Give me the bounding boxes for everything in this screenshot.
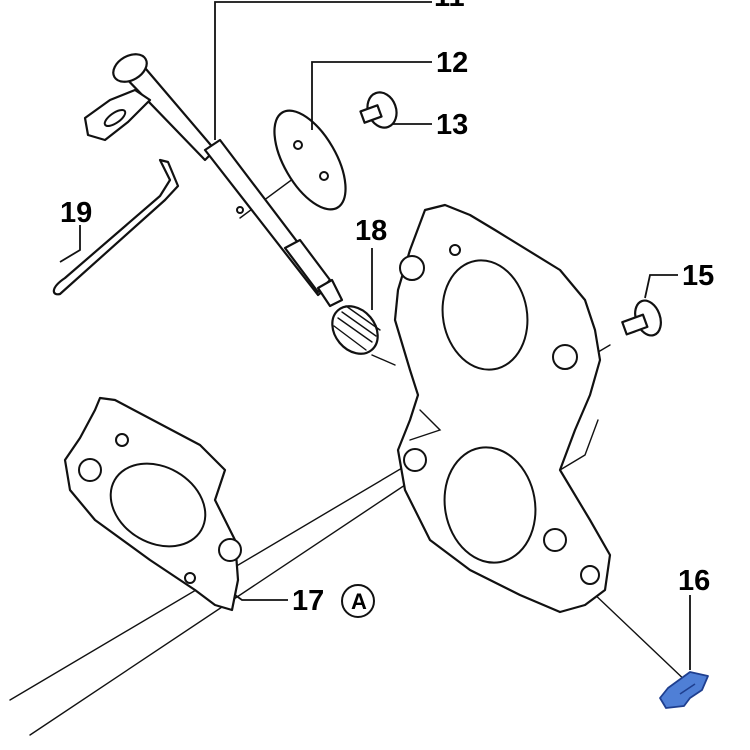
throttle-plate-12: [273, 109, 347, 211]
callout-16-text: 16: [678, 565, 710, 597]
link-rod-19: [52, 158, 180, 296]
callout-11-text: 11: [434, 0, 465, 13]
callout-12-text: 12: [436, 47, 468, 79]
throttle-lever: [83, 88, 152, 142]
callout-13: 13: [436, 109, 468, 141]
callout-11: 11: [434, 0, 465, 13]
throttle-shaft-11: [112, 53, 344, 308]
callout-18-text: 18: [355, 215, 387, 247]
screw-13: [359, 91, 398, 129]
callout-15: 15: [682, 260, 714, 292]
callout-13-text: 13: [436, 109, 468, 141]
gasket-17: [63, 396, 242, 612]
callout-12: 12: [436, 47, 468, 79]
spring-18: [331, 305, 396, 366]
clip-16: [659, 671, 709, 709]
callout-15-text: 15: [682, 260, 714, 292]
callout-a-circle: [341, 584, 375, 618]
leader-lines: [59, 1, 691, 670]
callout-19-text: 19: [60, 197, 92, 229]
callout-a-text: A: [351, 589, 367, 614]
insulator-body: [393, 203, 612, 614]
screw-15: [621, 299, 662, 337]
callout-17: 17 A: [292, 584, 375, 618]
callout-17-text: 17: [292, 585, 324, 617]
callout-16: 16: [678, 565, 710, 597]
callout-18: 18: [355, 215, 387, 247]
callout-19: 19: [60, 197, 92, 229]
